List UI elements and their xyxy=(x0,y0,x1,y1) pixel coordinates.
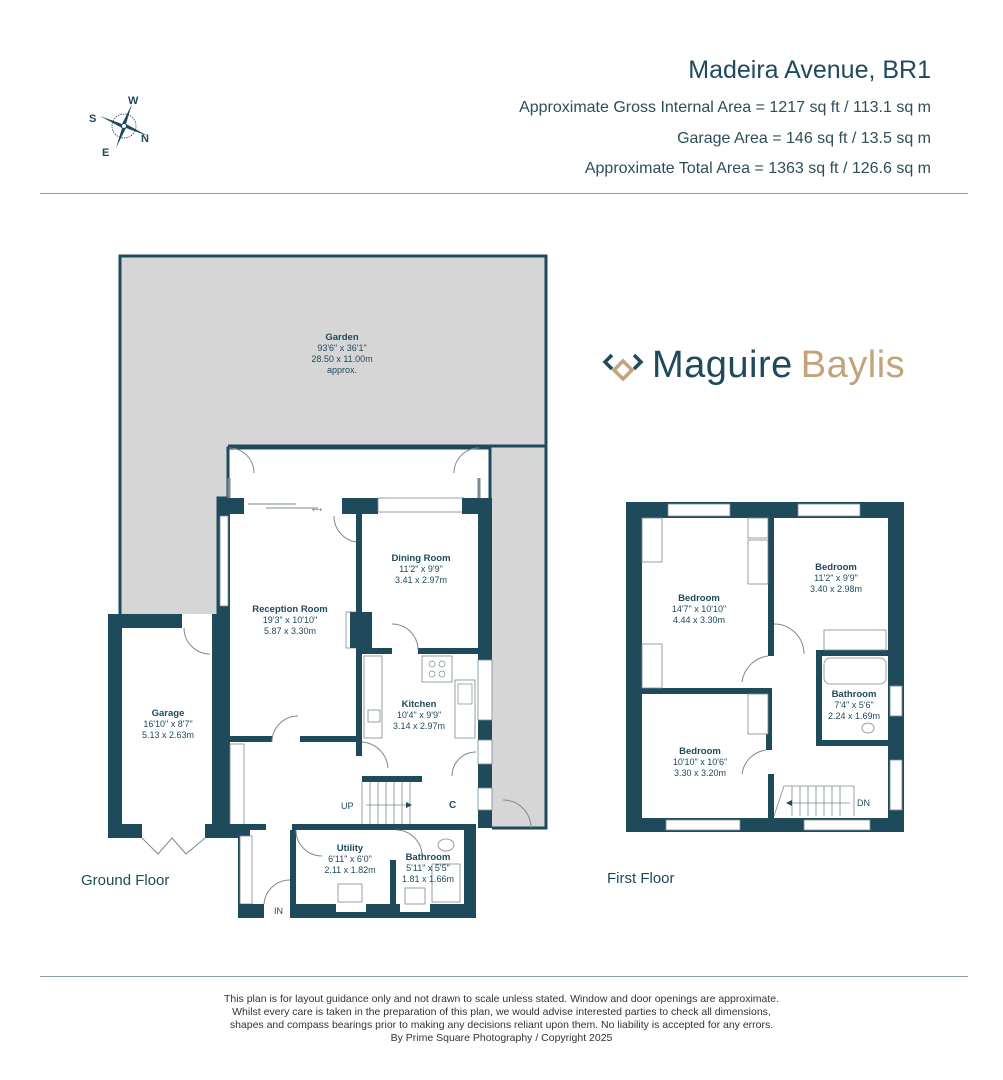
svg-text:E: E xyxy=(102,147,109,159)
footer-divider xyxy=(40,976,968,977)
brand-mark-icon xyxy=(602,353,644,382)
ground-floor-label: Ground Floor xyxy=(81,872,170,889)
disclaimer: This plan is for layout guidance only an… xyxy=(223,993,780,1044)
stairs-up-marker: UP xyxy=(341,801,354,811)
svg-text:S: S xyxy=(89,113,96,125)
room-label-bathroom-first: Bathroom 7'4" x 5'6" 2.24 x 1.69m xyxy=(827,689,881,721)
room-label-bedroom-1: Bedroom 14'7" x 10'10" 4.44 x 3.30m xyxy=(671,593,727,625)
room-label-bathroom-ground: Bathroom 5'11" x 5'5" 1.81 x 1.66m xyxy=(401,852,455,884)
svg-text:⟷: ⟷ xyxy=(312,507,322,514)
svg-text:W: W xyxy=(128,95,139,107)
first-floor-label: First Floor xyxy=(607,870,675,887)
room-label-reception-room: Reception Room 19'3" x 10'10" 5.87 x 3.3… xyxy=(252,604,328,636)
room-label-kitchen: Kitchen 10'4" x 9'9" 3.14 x 2.97m xyxy=(392,699,446,731)
stairs-down-marker: DN xyxy=(857,798,870,808)
garage-area: Garage Area = 146 sq ft / 13.5 sq m xyxy=(677,130,931,147)
cupboard-marker: C xyxy=(449,800,457,811)
room-label-utility: Utility 6'11" x 6'0" 2.11 x 1.82m xyxy=(324,843,376,875)
compass-rose-icon: W S N E xyxy=(86,94,156,160)
brand-name-primary: Maguire xyxy=(652,343,793,386)
room-label-dining-room: Dining Room 11'2" x 9'9" 3.41 x 2.97m xyxy=(391,553,451,585)
total-area: Approximate Total Area = 1363 sq ft / 12… xyxy=(584,160,931,177)
room-label-garden: Garden 93'6" x 36'1" 28.50 x 11.00m appr… xyxy=(311,332,373,375)
brand-name-accent: Baylis xyxy=(800,343,906,386)
svg-text:N: N xyxy=(141,133,149,145)
header-divider xyxy=(40,193,968,194)
room-label-bedroom-3: Bedroom 10'10" x 10'6" 3.30 x 3.20m xyxy=(672,746,728,778)
property-title: Madeira Avenue, BR1 xyxy=(688,56,931,84)
room-label-garage: Garage 16'10" x 8'7" 5.13 x 2.63m xyxy=(141,708,195,740)
entrance-marker: IN xyxy=(274,906,283,916)
brand-logo: Maguire Baylis xyxy=(602,340,905,390)
room-label-bedroom-2: Bedroom 11'2" x 9'9" 3.40 x 2.98m xyxy=(809,562,863,594)
gross-internal-area: Approximate Gross Internal Area = 1217 s… xyxy=(519,99,931,116)
